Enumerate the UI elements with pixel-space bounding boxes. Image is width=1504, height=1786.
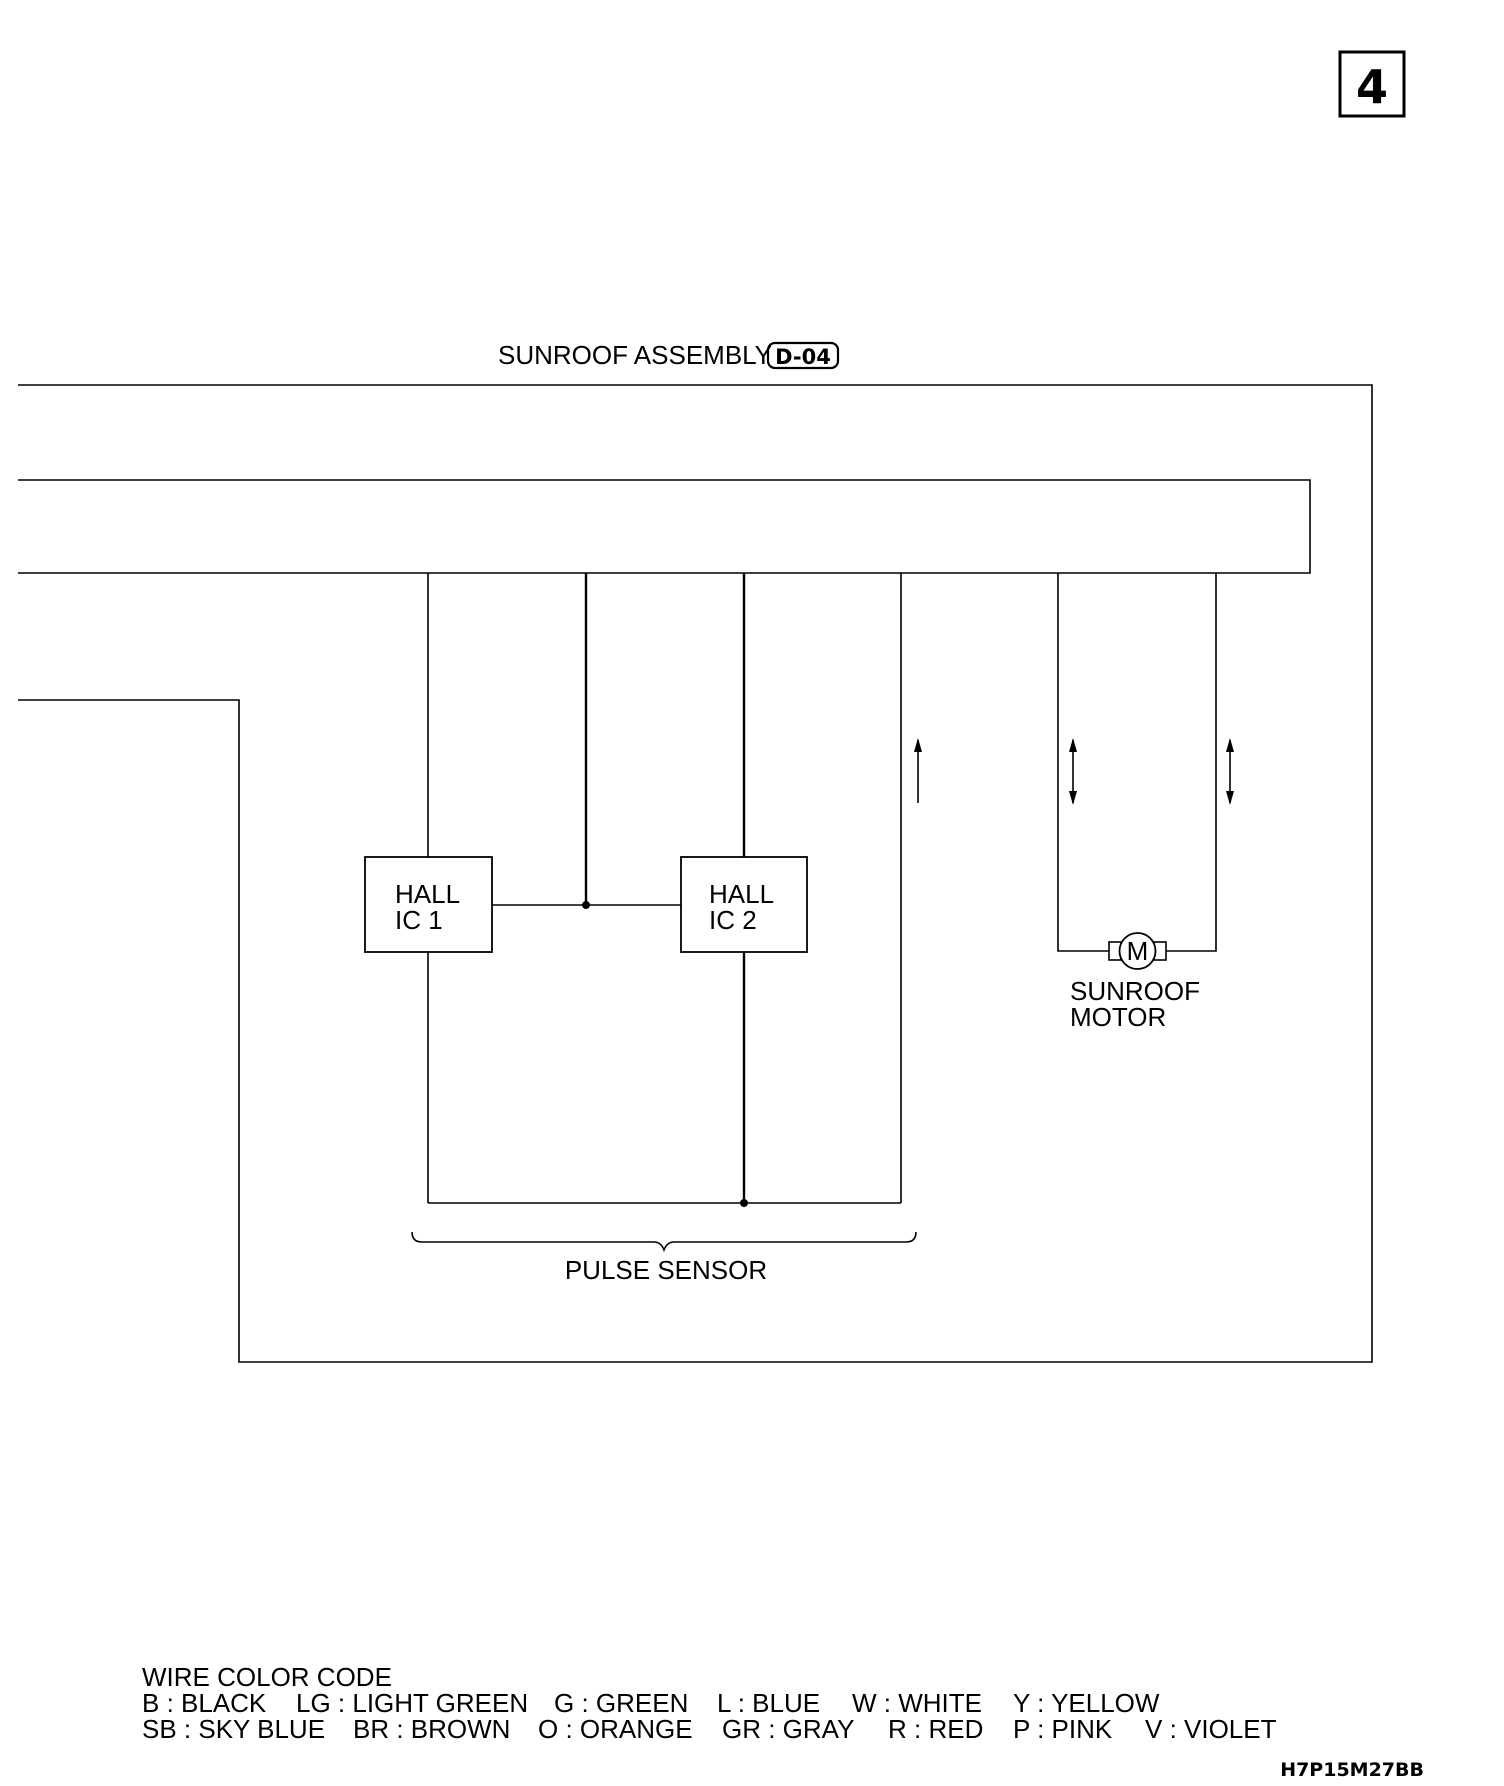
legend-row2-item: GR : GRAY	[722, 1714, 854, 1744]
hall-ic-2-box	[680, 856, 808, 953]
assembly-label: SUNROOF ASSEMBLY	[498, 340, 772, 370]
bidirectional-arrow-right-bottom-icon	[1226, 791, 1234, 805]
connector-badge-box	[766, 341, 840, 370]
hall-ic-2-label-line1: HALL	[709, 879, 774, 909]
legend-row1-item: LG : LIGHT GREEN	[296, 1688, 528, 1718]
figure-code: H7P15M27BB	[1280, 1759, 1424, 1781]
motor-icon: M	[1108, 932, 1167, 970]
hall-ic-1-label-line2: IC 1	[395, 905, 443, 935]
bidirectional-arrow-left-bottom-icon	[1069, 791, 1077, 805]
junction-dot-center	[582, 901, 590, 909]
legend-row2-item: P : PINK	[1013, 1714, 1113, 1744]
assembly-boundary	[18, 384, 1373, 1363]
bidirectional-arrow-left-top-icon	[1069, 738, 1077, 752]
motor-label-line1: SUNROOF	[1070, 976, 1200, 1006]
hall-ic-2-label-line2: IC 2	[709, 905, 757, 935]
page-number-box	[1338, 50, 1406, 118]
motor-symbol: M	[1127, 936, 1149, 966]
hall-ic-1-label-line1: HALL	[395, 879, 460, 909]
pulse-sensor-brace	[411, 1231, 917, 1253]
motor-wire-return	[1166, 573, 1217, 952]
legend-row1-item: L : BLUE	[717, 1688, 820, 1718]
connector-badge: D-04	[775, 345, 831, 369]
legend-title: WIRE COLOR CODE	[142, 1662, 392, 1692]
legend-row1-item: W : WHITE	[852, 1688, 982, 1718]
legend-row2-item: SB : SKY BLUE	[142, 1714, 325, 1744]
legend-row2-item: BR : BROWN	[353, 1714, 510, 1744]
legend-row1-item: G : GREEN	[554, 1688, 688, 1718]
legend-row2-item: R : RED	[888, 1714, 983, 1744]
motor-label-line2: MOTOR	[1070, 1002, 1166, 1032]
module-bar	[18, 479, 1311, 574]
bidirectional-arrow-right-top-icon	[1226, 738, 1234, 752]
hall-ic-1-box	[364, 856, 493, 953]
legend-row1-item: B : BLACK	[142, 1688, 267, 1718]
junction-dot-ground	[740, 1199, 748, 1207]
motor-wire-loop	[1057, 573, 1109, 952]
page-number: 4	[1356, 60, 1388, 114]
pulse-sensor-label: PULSE SENSOR	[565, 1255, 767, 1285]
legend-row1-item: Y : YELLOW	[1013, 1688, 1160, 1718]
legend-row2-item: O : ORANGE	[538, 1714, 693, 1744]
legend-row2-item: V : VIOLET	[1145, 1714, 1277, 1744]
signal-arrow-up-icon	[914, 738, 922, 752]
